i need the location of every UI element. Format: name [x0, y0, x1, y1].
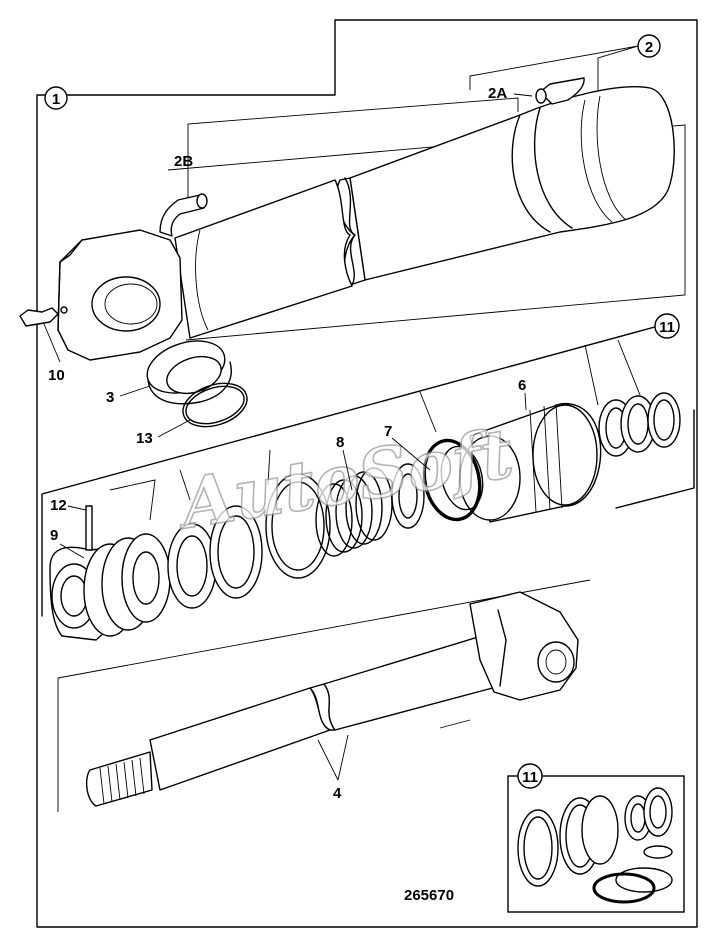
callout-11-text: 11 [659, 319, 675, 336]
label-10: 10 [48, 367, 65, 384]
label-2a: 2A [488, 85, 507, 102]
label-12: 12 [50, 497, 67, 514]
label-2b: 2B [174, 153, 193, 170]
label-4: 4 [333, 785, 342, 802]
spacer-rings [315, 463, 425, 557]
piston [459, 403, 602, 523]
callout-1: 1 [44, 86, 68, 110]
label-7: 7 [384, 423, 392, 440]
label-9: 9 [50, 527, 58, 544]
label-3: 3 [106, 389, 114, 406]
label-13: 13 [136, 430, 153, 447]
callout-11: 11 [654, 313, 680, 339]
assembly-frame [36, 19, 698, 928]
piston-rings [598, 392, 681, 457]
cylinder-barrel [19, 77, 686, 361]
label-6: 6 [518, 377, 526, 394]
retaining-ring [182, 382, 248, 428]
label-8: 8 [336, 434, 344, 451]
locking-pin [85, 505, 93, 551]
callout-11-inset-text: 11 [522, 769, 538, 786]
wiper-seal [146, 340, 232, 405]
leader-4 [317, 734, 349, 781]
piston-rod [57, 579, 591, 812]
callout-1-text: 1 [52, 91, 60, 108]
seal-kit-frame [41, 324, 695, 617]
leader-2 [469, 45, 639, 92]
piston-seal [422, 438, 484, 522]
callout-11-inset: 11 [517, 763, 543, 789]
seal-kit-inset-parts [517, 787, 673, 904]
rod-seal-stack [83, 473, 331, 637]
leader-2b [187, 97, 519, 198]
callout-2: 2 [637, 34, 661, 58]
callout-2-text: 2 [645, 39, 653, 56]
drawing-number: 265670 [404, 887, 454, 904]
